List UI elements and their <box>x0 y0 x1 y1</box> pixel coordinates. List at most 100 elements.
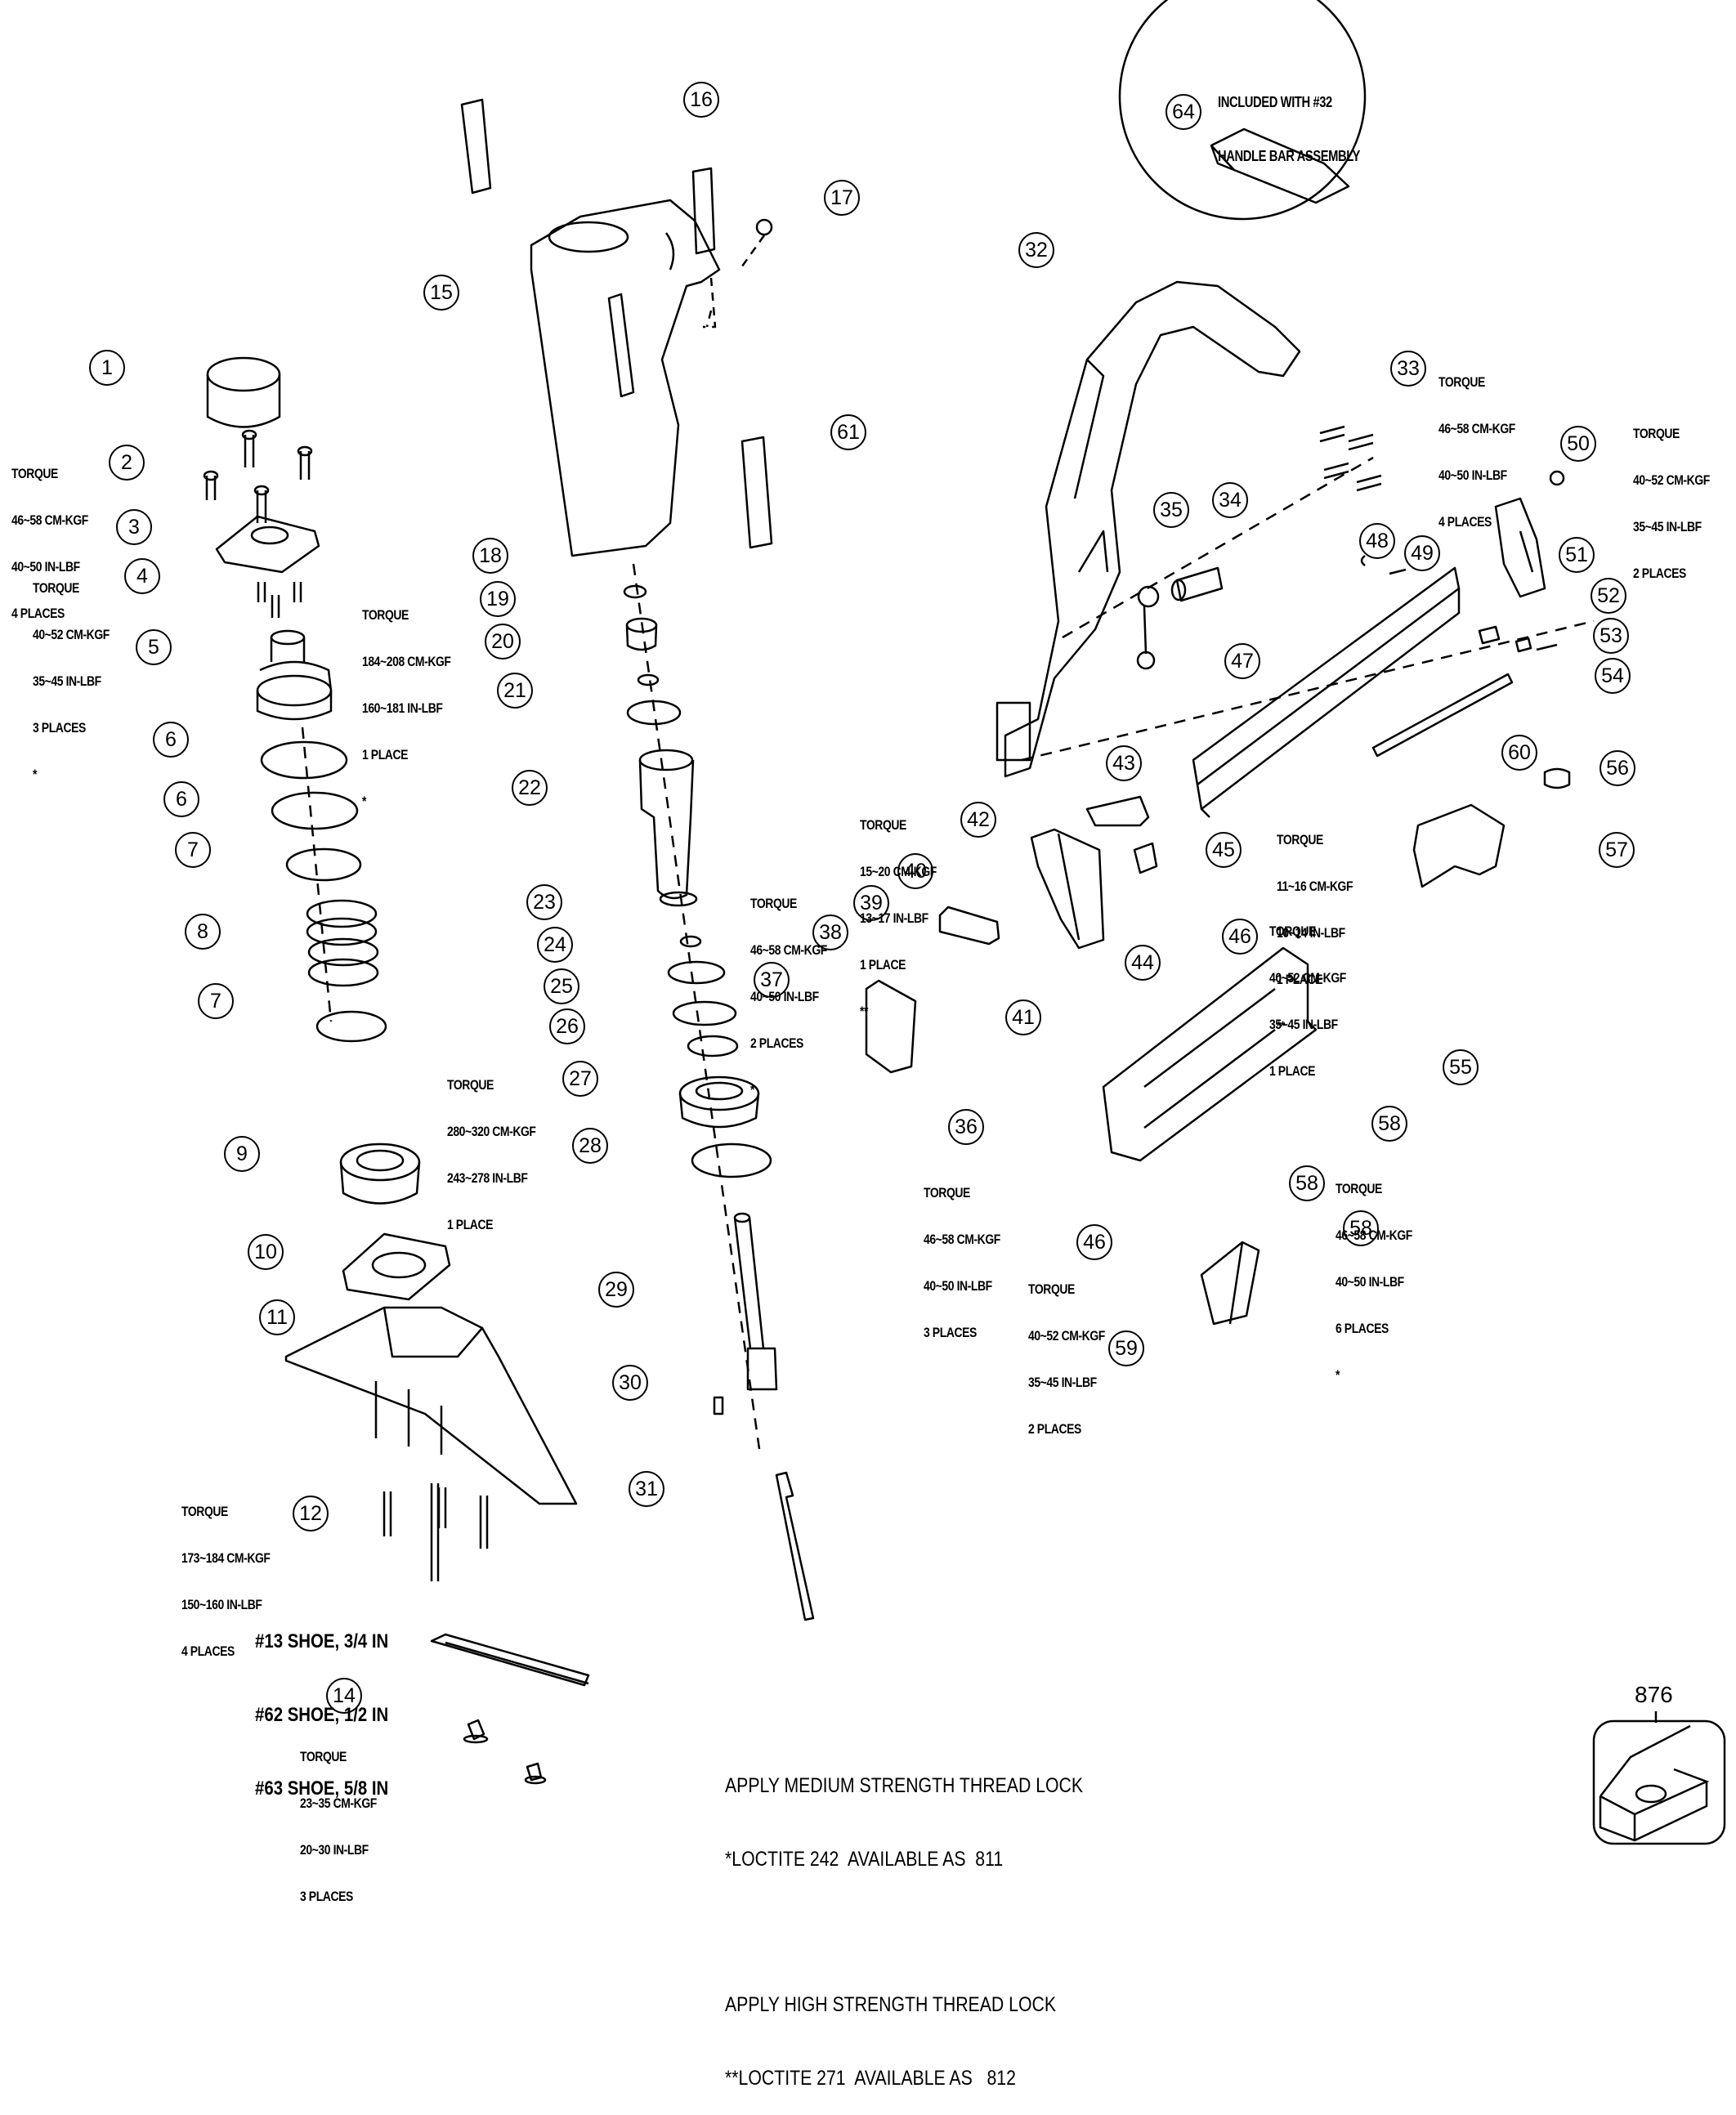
note-line: TORQUE <box>362 607 409 623</box>
note-line: 40~52 CM-KGF <box>1269 970 1346 986</box>
part-60-strip <box>1371 673 1514 758</box>
callout-part-50: 50 <box>1560 426 1596 462</box>
note-line: TORQUE <box>924 1185 970 1201</box>
note-line: TORQUE <box>11 466 58 481</box>
note-line: 15~20 CM-KGF <box>860 864 937 879</box>
callout-part-21: 21 <box>497 673 533 709</box>
callout-part-46: 46 <box>1076 1224 1112 1260</box>
part-11-shape <box>284 1306 578 1505</box>
callout-part-31: 31 <box>629 1471 664 1507</box>
note-line: 2 PLACES <box>1028 1421 1081 1437</box>
note-line: 35~45 IN-LBF <box>1633 519 1702 534</box>
kit-box-icon <box>1592 1711 1726 1845</box>
part-14-screws <box>463 1719 547 1785</box>
note-line: 35~45 IN-LBF <box>1269 1017 1338 1032</box>
part-7b-oring <box>315 1010 387 1043</box>
note-line: 4 PLACES <box>1438 514 1492 530</box>
part-35-bolt <box>1136 585 1160 670</box>
callout-part-6: 6 <box>163 781 199 817</box>
note-line: 173~184 CM-KGF <box>181 1550 271 1566</box>
part-37-plate <box>865 979 917 1074</box>
callout-part-29: 29 <box>598 1272 634 1308</box>
note-line: 40~52 CM-KGF <box>1633 472 1710 488</box>
note-line: * <box>33 767 38 782</box>
note-line: TORQUE <box>1336 1181 1382 1196</box>
part-15-housing <box>530 199 721 557</box>
callout-part-28: 28 <box>572 1128 608 1164</box>
callout-part-51: 51 <box>1559 537 1595 573</box>
torque-note-part-58: TORQUE 46~58 CM-KGF 40~50 IN-LBF 6 PLACE… <box>1336 1150 1412 1398</box>
note-line: 160~181 IN-LBF <box>362 700 443 716</box>
shoe-note: #13 SHOE, 3/4 IN #62 SHOE, 1/2 IN #63 SH… <box>255 1581 388 1826</box>
part-22-cylinder <box>638 749 698 907</box>
note-line: 40~50 IN-LBF <box>924 1278 992 1294</box>
torque-note-part-12: TORQUE 173~184 CM-KGF 150~160 IN-LBF 4 P… <box>181 1473 271 1675</box>
callout-part-52: 52 <box>1591 578 1626 614</box>
kit-number: 876 <box>1635 1682 1673 1707</box>
part-6a-oring <box>260 740 348 780</box>
part-47-rail <box>1192 566 1461 818</box>
note-line: 2 PLACES <box>750 1035 803 1051</box>
torque-note-part-4: TORQUE 40~52 CM-KGF 35~45 IN-LBF 3 PLACE… <box>33 549 110 798</box>
part-25-ring <box>672 1000 737 1026</box>
note-line: TORQUE <box>1277 832 1323 847</box>
callout-part-39: 39 <box>853 885 889 921</box>
high-lock-title: APPLY HIGH STRENGTH THREAD LOCK <box>725 1993 1057 2016</box>
part-23-ring <box>679 935 702 948</box>
note-line: 184~208 CM-KGF <box>362 654 451 669</box>
part-20-ring <box>637 673 660 686</box>
part-48-49-clip <box>1360 555 1407 575</box>
callout-part-56: 56 <box>1600 750 1635 786</box>
inset-circle <box>1118 0 1367 221</box>
part-29-driver <box>733 1212 778 1391</box>
note-line: 40~50 IN-LBF <box>1336 1274 1404 1290</box>
callout-part-20: 20 <box>485 624 521 660</box>
note-line: TORQUE <box>750 896 797 911</box>
callout-part-59: 59 <box>1108 1330 1144 1366</box>
callout-part-42: 42 <box>960 802 996 838</box>
callout-part-5: 5 <box>136 629 172 665</box>
callout-part-44: 44 <box>1125 945 1161 981</box>
part-2-screws <box>203 429 313 523</box>
note-line: 46~58 CM-KGF <box>1336 1227 1412 1243</box>
note-line: 243~278 IN-LBF <box>447 1170 528 1186</box>
callout-part-8: 8 <box>185 914 221 950</box>
part-16-decal <box>691 167 716 255</box>
part-61-decal <box>740 436 773 549</box>
medium-lock-detail: *LOCTITE 242 AVAILABLE AS 811 <box>725 1848 1004 1871</box>
note-line: 20~30 IN-LBF <box>300 1842 369 1858</box>
callout-part-19: 19 <box>480 581 516 617</box>
part-30-pin <box>713 1396 724 1415</box>
callout-part-12: 12 <box>293 1496 329 1531</box>
note-line: 35~45 IN-LBF <box>33 673 101 689</box>
note-line: TORQUE <box>1438 374 1485 390</box>
note-line: ** <box>1277 1018 1286 1034</box>
callout-part-58: 58 <box>1343 1210 1379 1246</box>
callout-part-3: 3 <box>116 509 152 545</box>
part-26-ring <box>687 1035 739 1058</box>
note-line: 1 PLACE <box>1277 972 1323 987</box>
note-line: 23~35 CM-KGF <box>300 1795 377 1811</box>
part-59-bracket <box>1200 1241 1260 1326</box>
inset-line: INCLUDED WITH #32 <box>1218 94 1332 110</box>
callout-part-57: 57 <box>1599 832 1635 868</box>
part-19-nut <box>625 617 658 651</box>
callout-part-1: 1 <box>89 350 125 386</box>
torque-note-part-45: TORQUE 11~16 CM-KGF 10~14 IN-LBF 1 PLACE… <box>1277 801 1353 1049</box>
callout-part-40: 40 <box>897 853 933 889</box>
note-line: 46~58 CM-KGF <box>11 512 88 528</box>
part-31-blade <box>775 1471 815 1621</box>
torque-note-part-50: TORQUE 40~52 CM-KGF 35~45 IN-LBF 2 PLACE… <box>1633 395 1710 597</box>
note-line: TORQUE <box>33 580 79 596</box>
inset-line: HANDLE BAR ASSEMBLY <box>1218 148 1360 164</box>
callout-part-4: 4 <box>124 558 160 594</box>
note-line: 4 PLACES <box>11 606 65 621</box>
part-18-ring <box>623 584 647 599</box>
part-4-screws <box>257 582 302 618</box>
callout-part-11: 11 <box>259 1299 295 1335</box>
part-8-spring <box>306 899 379 987</box>
part-21-washer <box>626 700 682 726</box>
torque-note-part-19: TORQUE 184~208 CM-KGF 160~181 IN-LBF 1 P… <box>362 576 451 825</box>
part-33-screws <box>1319 425 1382 492</box>
note-line: 1 PLACE <box>362 747 409 762</box>
